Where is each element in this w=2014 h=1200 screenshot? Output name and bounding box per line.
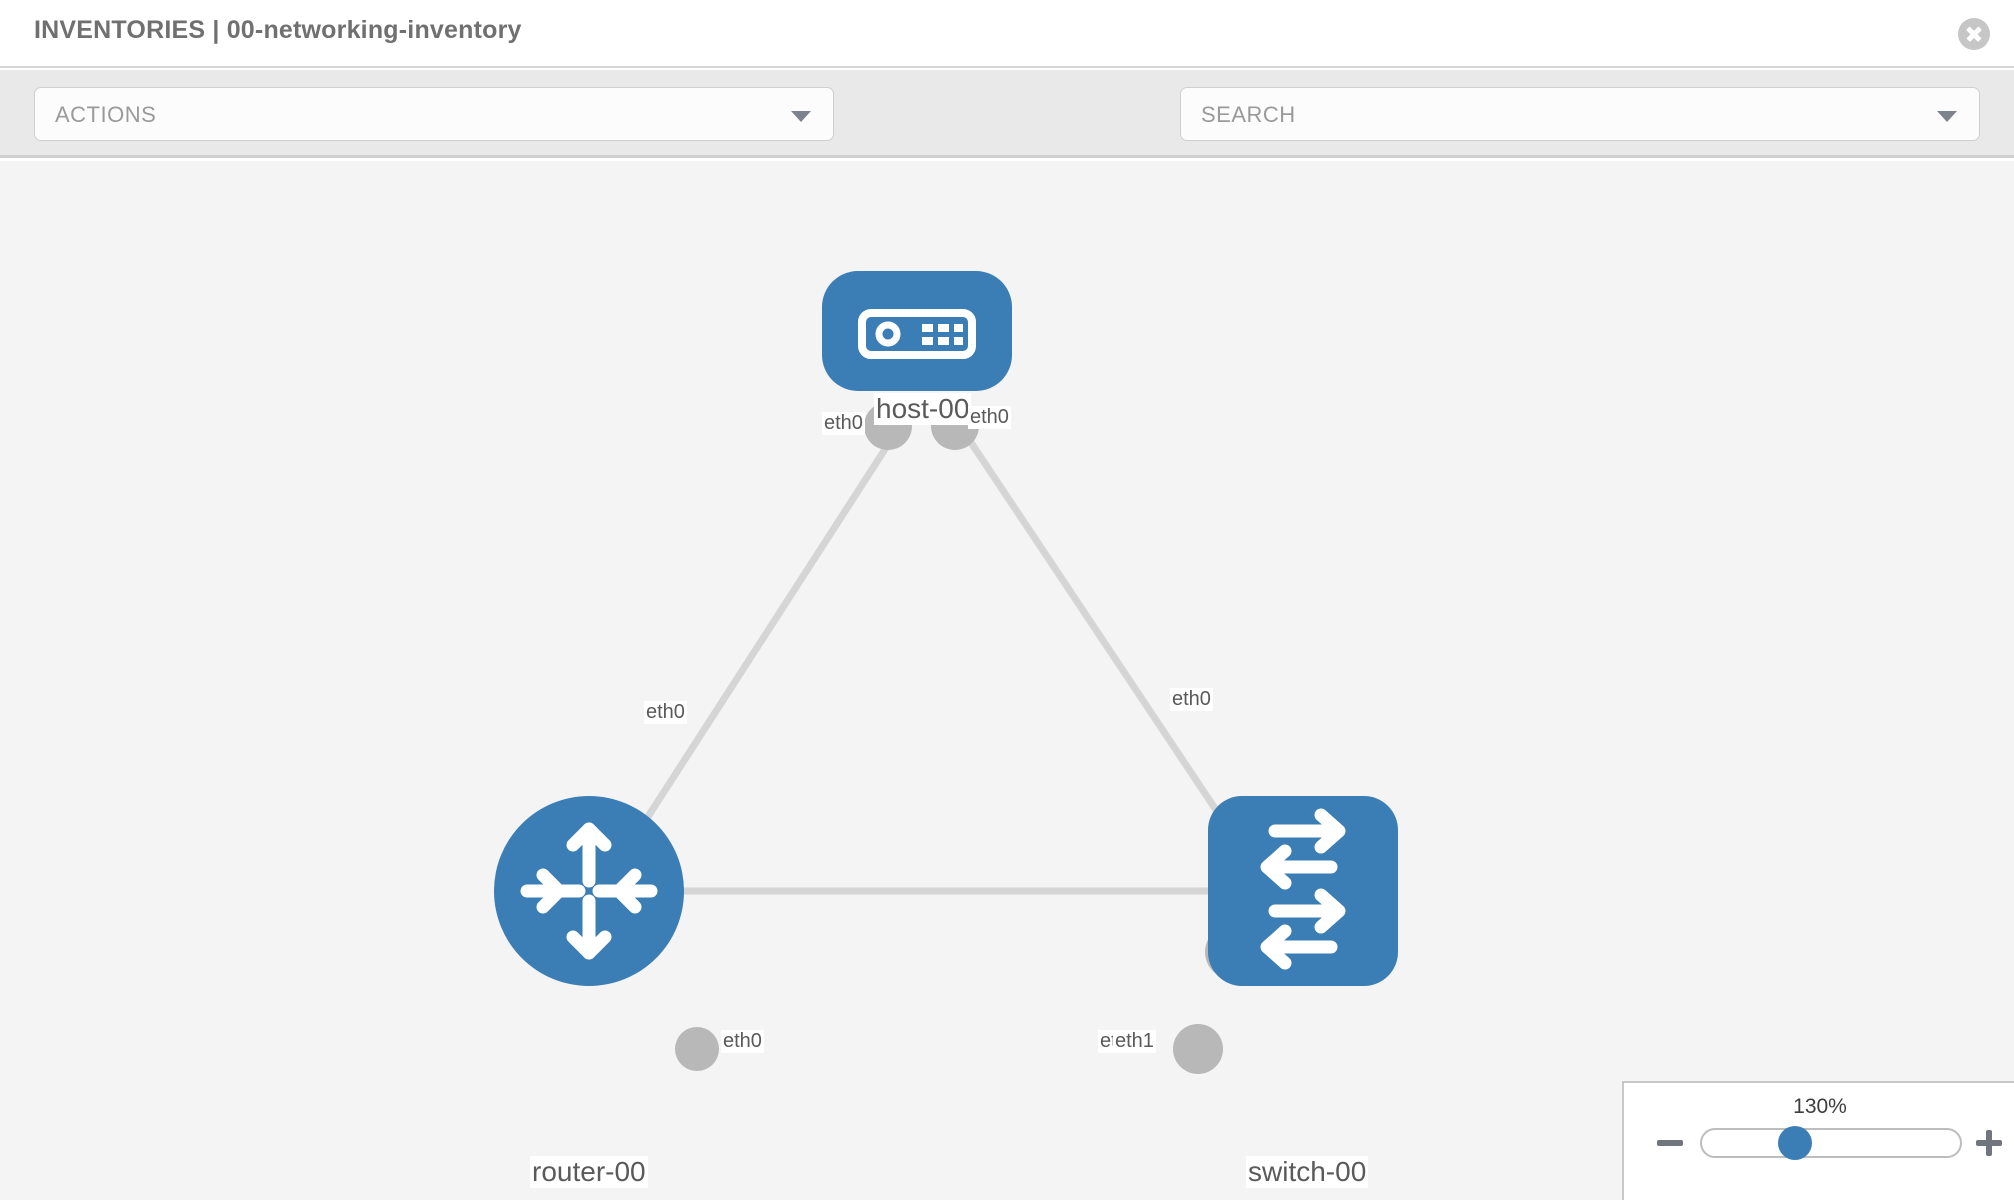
page-header: INVENTORIES | 00-networking-inventory [0, 0, 2014, 68]
chevron-down-icon [1937, 111, 1957, 122]
link-edges [597, 424, 1253, 895]
router-arrows-icon [520, 822, 658, 960]
interface-label-host-left: eth0 [822, 412, 865, 435]
node-switch-00[interactable] [1208, 796, 1398, 986]
server-icon [858, 309, 976, 359]
search-input[interactable]: SEARCH [1180, 87, 1980, 141]
node-label-router-00: router-00 [530, 1156, 648, 1188]
page-title: INVENTORIES | 00-networking-inventory [34, 16, 522, 44]
toolbar: ACTIONS SEARCH [0, 70, 2014, 198]
topology-canvas[interactable]: host-00 router-00 switch-00 eth0 eth0 et… [0, 161, 2014, 1200]
interface-label-router-up: eth0 [644, 701, 687, 724]
zoom-percent-label: 130% [1793, 1095, 1847, 1118]
interface-label-host-right: eth0 [968, 406, 1011, 429]
minus-icon[interactable] [1657, 1140, 1683, 1146]
topology-graph [494, 271, 1398, 1074]
node-router-00[interactable] [494, 796, 684, 986]
actions-dropdown-label: ACTIONS [55, 102, 157, 127]
connector-router-right[interactable] [675, 1027, 719, 1071]
interface-label-switch-up: eth0 [1170, 688, 1213, 711]
switch-arrows-icon [1260, 808, 1346, 970]
link-host-switch[interactable] [957, 424, 1253, 863]
close-icon[interactable] [1958, 18, 1990, 50]
node-label-host-00: host-00 [874, 393, 972, 425]
actions-dropdown[interactable]: ACTIONS [34, 87, 834, 141]
link-host-router[interactable] [597, 424, 903, 893]
connector-switch-left[interactable] [1173, 1024, 1223, 1074]
chevron-down-icon [791, 111, 811, 122]
plus-icon[interactable] [1976, 1130, 2002, 1156]
node-host-00[interactable] [822, 271, 1012, 391]
search-placeholder: SEARCH [1201, 102, 1296, 127]
node-label-switch-00: switch-00 [1246, 1156, 1369, 1188]
zoom-slider-thumb[interactable] [1778, 1126, 1812, 1160]
zoom-slider-track[interactable] [1700, 1128, 1962, 1158]
zoom-control-panel: 130% [1622, 1081, 2014, 1200]
interface-label-switch-left: eth1 [1113, 1030, 1156, 1053]
interface-label-router-right: eth0 [721, 1030, 764, 1053]
